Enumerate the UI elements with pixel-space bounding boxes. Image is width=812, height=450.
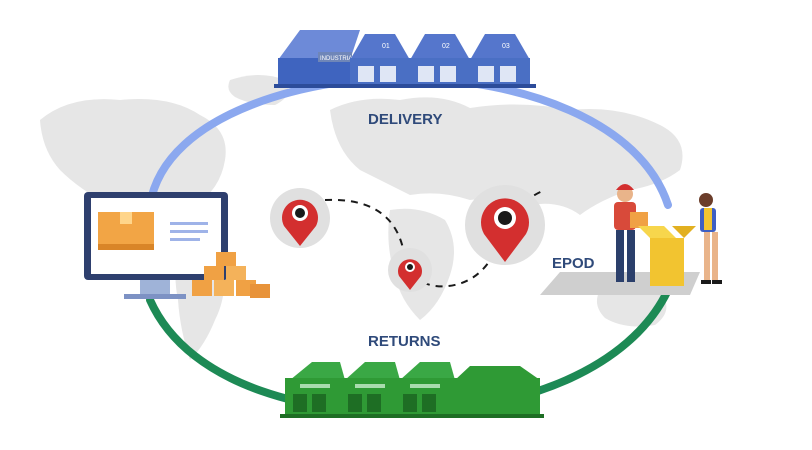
warehouse-green-icon [280, 362, 544, 418]
map-pin-icon [270, 188, 330, 248]
returns-label: RETURNS [368, 333, 441, 350]
route-line [324, 189, 546, 288]
warehouse-unit-2: 02 [442, 43, 450, 50]
warehouse-blue-icon: INDUSTRIAL 01 02 03 [274, 30, 536, 88]
delivery-label: DELIVERY [368, 111, 442, 128]
warehouse-sign: INDUSTRIAL [320, 56, 356, 62]
epod-label: EPOD [552, 255, 595, 272]
warehouse-unit-3: 03 [502, 43, 510, 50]
computer-order-icon [84, 192, 270, 299]
delivery-person-icon [540, 184, 722, 295]
map-pin-icon [465, 185, 545, 265]
map-pin-icon [388, 248, 432, 292]
warehouse-unit-1: 01 [382, 43, 390, 50]
box-stack-icon [192, 252, 270, 298]
